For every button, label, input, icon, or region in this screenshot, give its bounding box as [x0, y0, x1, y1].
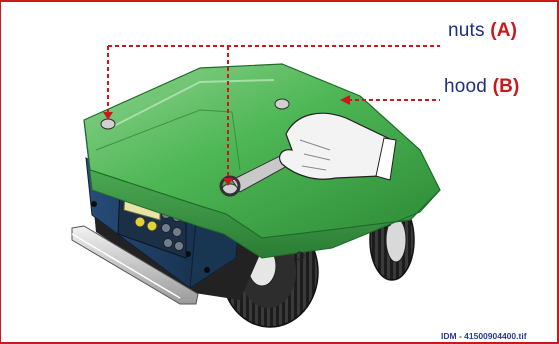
callout-hood-label: hood (B) — [444, 76, 520, 98]
file-reference: IDM - 41500904400.tif — [441, 331, 527, 341]
callout-nuts-label: nuts (A) — [448, 20, 517, 42]
